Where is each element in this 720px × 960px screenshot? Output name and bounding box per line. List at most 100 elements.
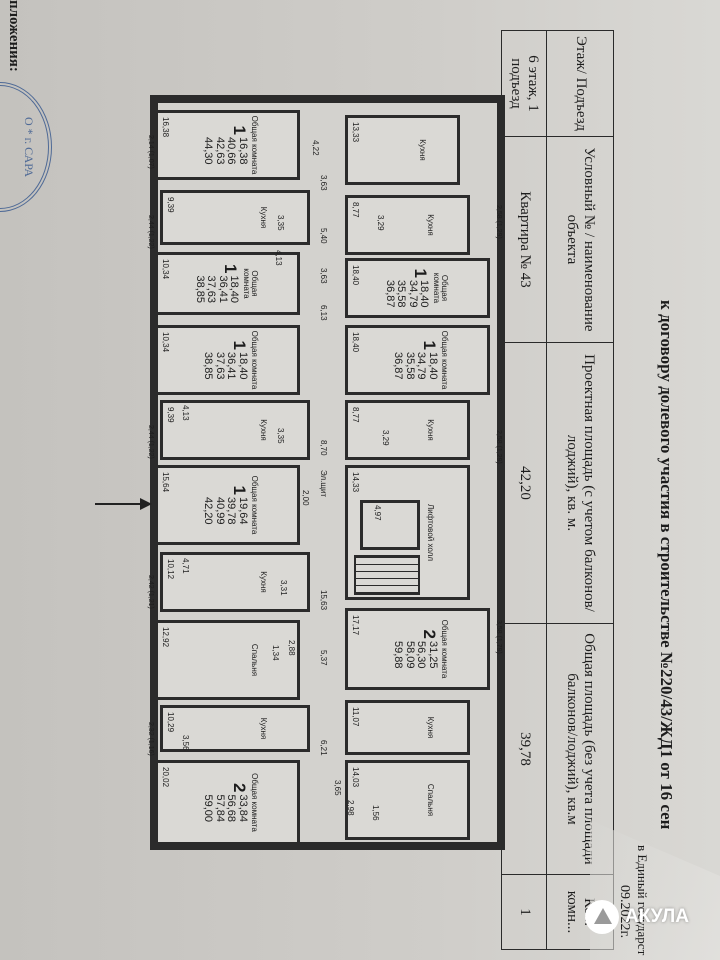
dimension-label: 2,88 — [287, 640, 296, 656]
balcony-area: 2,44 (1,22) — [147, 425, 154, 459]
room: Кухня 9,39 — [160, 190, 310, 245]
room-dimension: 18,40 — [351, 265, 360, 286]
dimension-label: 4,22 — [311, 140, 320, 156]
staircase — [354, 555, 420, 595]
header-floor: Этаж/ Подъезд — [546, 30, 614, 137]
area-value: 38,85 — [202, 351, 215, 380]
room: Спальня 14,03 — [345, 760, 470, 840]
area-value: 36,41 — [225, 351, 238, 380]
room-dimension: 10,12 — [166, 559, 175, 580]
room-label: Кухня — [256, 555, 268, 609]
area-value: 37,63 — [205, 275, 218, 303]
room-count: 2 — [229, 783, 249, 793]
balcony-area: 2,58 (1,29) — [495, 205, 502, 239]
dimension-label: 3,31 — [279, 580, 288, 596]
room-dimension: 14,33 — [351, 472, 360, 493]
elevator-shaft — [360, 500, 420, 550]
area-value: 18,40 — [426, 351, 439, 380]
area-value: 59,88 — [392, 640, 405, 669]
cell-object: Квартира № 43 — [501, 136, 547, 343]
balcony-area: 2,42 (1,21) — [147, 575, 154, 609]
room-name: Общая комната — [440, 330, 450, 390]
dimension-label: 4,97 — [373, 505, 382, 521]
room-name: Кухня — [258, 717, 268, 740]
room-count: 1 — [419, 340, 439, 350]
room-name: Общая комната — [250, 330, 260, 390]
room-count: 2 — [419, 629, 439, 639]
room-name: Общая комната — [250, 475, 260, 535]
room-count: 1 — [229, 340, 249, 350]
room-name: Кухня — [425, 419, 435, 441]
dimension-label: 1,56 — [371, 805, 380, 821]
side-heading: пложения: — [6, 0, 22, 72]
area-value: 44,30 — [202, 136, 215, 165]
room-dimension: 15,64 — [161, 472, 170, 493]
room-count: 1 — [229, 125, 249, 135]
area-value: 58,09 — [403, 640, 416, 669]
seal-stamp: О * г. САРА — [0, 82, 52, 212]
room-dimension: 14,03 — [351, 767, 360, 788]
room-name: Кухня — [425, 214, 435, 236]
shark-logo-icon — [585, 900, 619, 934]
room-label: Кухня — [256, 403, 268, 457]
room-dimension: 9,39 — [166, 197, 175, 213]
room-name: Кухня — [258, 206, 268, 229]
dimension-label: 4,13 — [274, 250, 283, 266]
room-label: Кухня — [416, 118, 427, 182]
dimension-label: 3,29 — [376, 215, 385, 231]
area-value: 19,64 — [236, 496, 249, 525]
room-label: Спальня — [423, 763, 435, 837]
area-value: 56,68 — [225, 794, 238, 822]
room-dimension: 18,40 — [351, 332, 360, 353]
room-dimension: 8,77 — [351, 407, 360, 423]
area-value: 36,41 — [216, 275, 229, 303]
room-label: Кухня — [256, 193, 268, 242]
cell-rooms: 1 — [501, 874, 547, 950]
room-count: 1 — [229, 485, 249, 495]
room-dimension: 16,38 — [161, 117, 170, 138]
area-value: 40,66 — [225, 136, 238, 165]
dimension-label: 1,34 — [271, 645, 280, 661]
balcony-area: 2,58 (1,29) — [495, 430, 502, 464]
table-header-row: Этаж/ Подъезд Условный № / наименование … — [546, 30, 614, 950]
room-dimension: 20,02 — [161, 767, 170, 788]
area-value: 42,20 — [202, 496, 215, 525]
room: Кухня 8,77 — [345, 400, 470, 460]
room-label: Лифтовой холл — [423, 468, 435, 597]
room-dimension: 9,39 — [166, 407, 175, 423]
table-row: 6 этаж, 1 подъезд Квартира № 43 42,20 39… — [501, 30, 547, 950]
area-value: 37,63 — [213, 351, 226, 380]
document-title: к договору долевого участия в строительс… — [657, 300, 676, 830]
room-count: 1 — [221, 264, 241, 274]
area-value: 31,25 — [426, 640, 439, 669]
room-dimension: 12,92 — [161, 627, 170, 648]
stamp-text: О * г. САРА — [22, 116, 36, 178]
cell-total-area: 39,78 — [501, 623, 547, 875]
room-name: Общая комната — [250, 115, 260, 175]
room-count: 1 — [411, 268, 431, 278]
watermark: АКУЛА — [585, 900, 689, 934]
dimension-label: 5,37 — [319, 650, 328, 666]
room-label: Кухня — [423, 703, 435, 752]
balcony-area: 2,44 (1,22) — [147, 215, 154, 249]
area-value: 38,85 — [193, 275, 206, 303]
apartment-info-table: Этаж/ Подъезд Условный № / наименование … — [501, 30, 614, 950]
